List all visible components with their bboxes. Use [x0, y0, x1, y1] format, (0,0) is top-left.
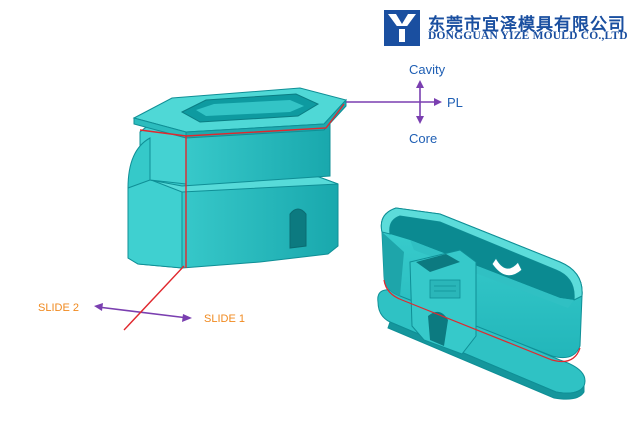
yize-logo-icon	[384, 10, 420, 46]
part-housing-right	[377, 207, 586, 400]
cavity-arrow-icon	[416, 80, 424, 88]
slide-1-arrow-icon	[182, 314, 192, 322]
part-housing-left	[127, 87, 347, 269]
company-name-cn: 东莞市宜泽模具有限公司	[428, 15, 626, 35]
slide-2-label: SLIDE 2	[38, 302, 79, 314]
pl-label: PL	[447, 95, 463, 110]
core-label: Core	[409, 131, 438, 146]
cavity-label: Cavity	[409, 62, 446, 77]
company-name-en: DONGGUAN YIZE MOULD CO.,LTD	[428, 30, 628, 42]
slide-parting-line	[123, 265, 185, 331]
slide-direction-line	[97, 306, 189, 319]
core-arrow-icon	[416, 116, 424, 124]
slide-2-arrow-icon	[94, 303, 103, 311]
pl-arrow-icon	[434, 98, 442, 106]
slide-1-label: SLIDE 1	[204, 313, 245, 325]
